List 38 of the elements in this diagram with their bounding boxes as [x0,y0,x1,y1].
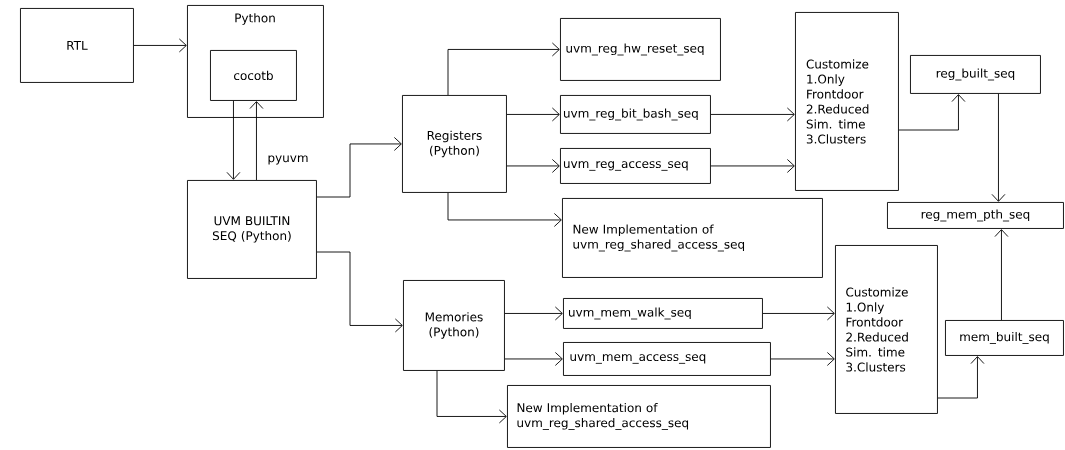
arrow [991,93,1006,202]
sequence-box: New Implementation of uvm_reg_shared_access_seq [562,198,823,278]
sequence-box: uvm_mem_access_seq [563,342,771,376]
arrow [436,370,507,424]
process-box: Registers (Python) [402,95,507,193]
arrow [447,192,562,227]
arrow [316,137,402,198]
sequence-box: uvm_reg_hw_reset_seq [560,18,721,81]
arrow [133,38,187,53]
arrow [226,100,241,180]
edge-label: pyuvm [266,154,310,166]
sequence-box: reg_mem_pth_seq [887,202,1064,229]
sequence-box: New Implementation of uvm_reg_shared_access_seq [507,385,771,448]
arrow [762,306,835,321]
arrow [710,159,795,173]
process-box: Memories (Python) [403,280,505,371]
process-box: cocotb [210,50,297,101]
arrow [504,352,563,366]
arrow [506,159,560,173]
arrow [447,42,560,96]
arrow [770,352,835,366]
arrow [710,107,795,122]
note-box: Customize 1.Only Frontdoor 2.Reduced Sim. time 3.Clusters [795,12,899,191]
arrow [937,356,985,399]
arrow [898,94,966,131]
arrow [249,101,264,181]
sequence-box: mem_built_seq [945,320,1064,356]
sequence-box: uvm_reg_bit_bash_seq [560,95,711,134]
arrow [316,251,403,333]
sequence-box: uvm_mem_walk_seq [563,298,763,329]
process-box: RTL [20,8,134,83]
sequence-box: reg_built_seq [910,55,1041,94]
process-box: UVM BUILTIN SEQ (Python) [187,180,317,279]
sequence-box: uvm_reg_access_seq [560,148,711,184]
note-box: Customize 1.Only Frontdoor 2.Reduced Sim. time 3.Clusters [835,245,938,414]
arrow [506,107,560,122]
arrow [504,306,563,321]
arrow [994,229,1009,321]
